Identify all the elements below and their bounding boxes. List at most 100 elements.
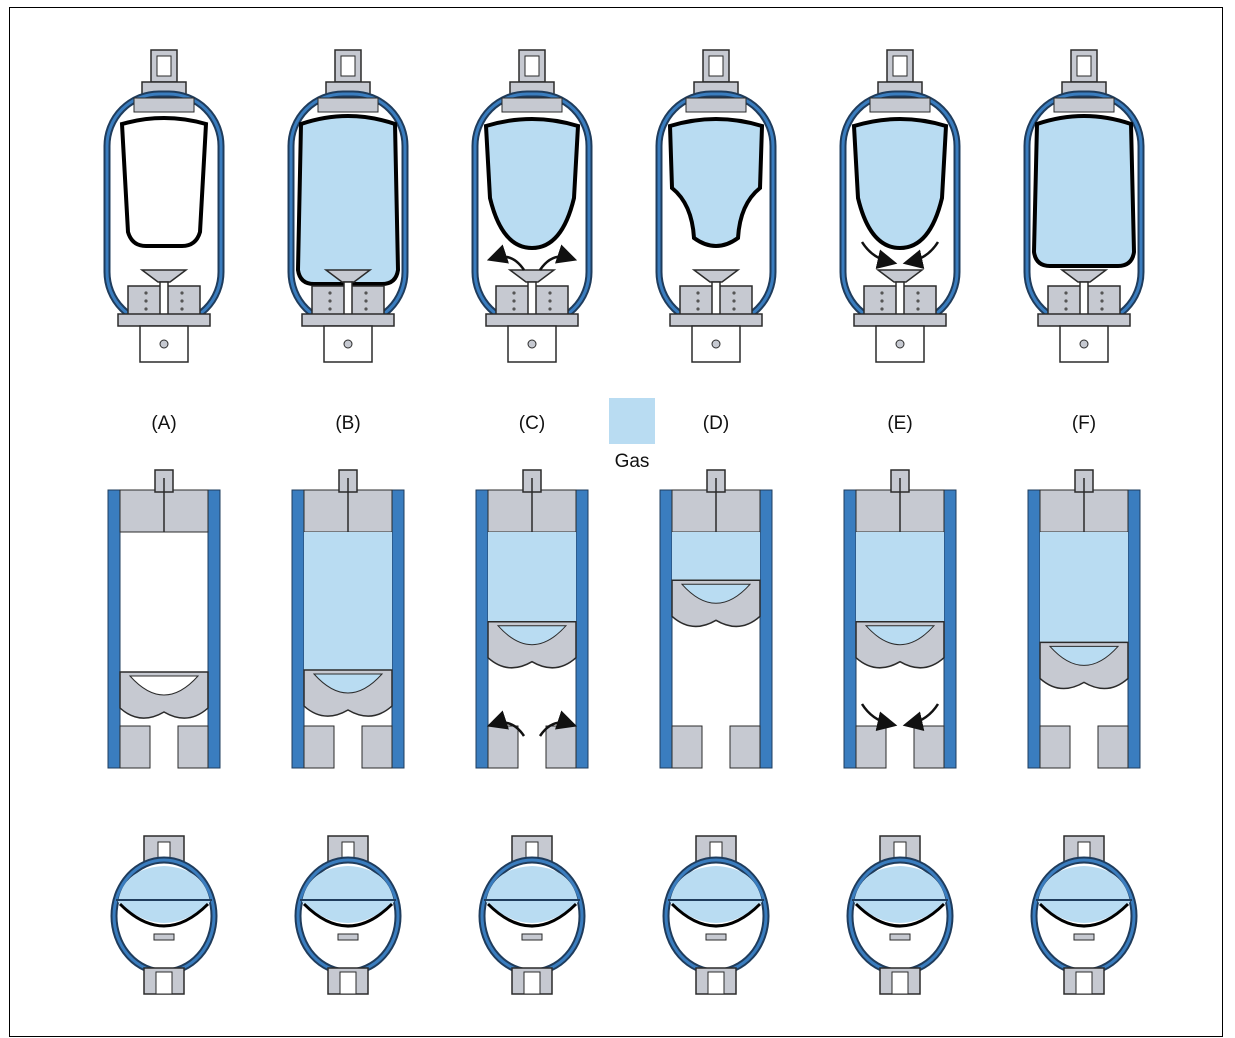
spring-coil bbox=[880, 299, 884, 303]
cylinder-wall-right bbox=[759, 489, 773, 769]
spring-coil bbox=[180, 307, 184, 311]
port-nut bbox=[895, 339, 905, 349]
gas-chamber bbox=[670, 866, 762, 923]
bladder-accumulator-icon bbox=[103, 49, 225, 363]
gas-chamber bbox=[1040, 532, 1128, 655]
port-flange bbox=[301, 313, 395, 327]
flow-arrow-icon bbox=[538, 244, 578, 271]
shell-top-port bbox=[317, 97, 379, 113]
bottom-cap-right bbox=[1097, 725, 1129, 769]
diaphragm-accumulator-icon bbox=[662, 835, 770, 995]
gas-valve-core bbox=[892, 55, 908, 77]
spring-coil bbox=[1064, 299, 1068, 303]
fluid-port-core bbox=[891, 971, 909, 995]
bottom-cap-right bbox=[729, 725, 761, 769]
piston-accumulator-icon bbox=[1027, 469, 1141, 769]
spring-coil bbox=[512, 307, 516, 311]
stage-label-c: (C) bbox=[518, 413, 546, 434]
poppet-head bbox=[507, 269, 557, 283]
gas-legend-swatch bbox=[609, 398, 655, 444]
button-valve bbox=[1073, 933, 1095, 941]
port-flange bbox=[485, 313, 579, 327]
spring-coil bbox=[1100, 299, 1104, 303]
gas-valve-core bbox=[1076, 55, 1092, 77]
stage-label-e: (E) bbox=[887, 413, 913, 434]
button-valve bbox=[153, 933, 175, 941]
poppet-head bbox=[139, 269, 189, 283]
spring-coil bbox=[696, 291, 700, 295]
bladder bbox=[295, 114, 401, 286]
spring-coil bbox=[144, 299, 148, 303]
cylinder-wall-right bbox=[575, 489, 589, 769]
piston-accumulator-icon bbox=[659, 469, 773, 769]
gas-valve-core bbox=[156, 55, 172, 77]
fluid-port-core bbox=[523, 971, 541, 995]
bladder bbox=[483, 117, 581, 251]
spring-coil bbox=[180, 299, 184, 303]
gas-chamber bbox=[854, 866, 946, 923]
diaphragm bbox=[854, 902, 946, 928]
piston-cup bbox=[864, 625, 936, 646]
port-nut bbox=[527, 339, 537, 349]
gas-valve-core bbox=[708, 55, 724, 77]
cylinder-wall-right bbox=[207, 489, 221, 769]
shell-top-port bbox=[869, 97, 931, 113]
button-valve bbox=[705, 933, 727, 941]
spring-coil bbox=[548, 307, 552, 311]
spring-coil bbox=[916, 307, 920, 311]
bladder-accumulator-icon bbox=[839, 49, 961, 363]
diaphragm bbox=[118, 902, 210, 928]
spring-coil bbox=[916, 291, 920, 295]
spring-coil bbox=[328, 307, 332, 311]
poppet-head bbox=[1059, 269, 1109, 283]
piston-cup bbox=[128, 675, 200, 696]
bottom-cap-left bbox=[119, 725, 151, 769]
piston-cup bbox=[312, 673, 384, 694]
cylinder-wall-left bbox=[291, 489, 305, 769]
flow-arrow-icon bbox=[486, 244, 526, 271]
gas-chamber bbox=[304, 532, 392, 682]
spring-coil bbox=[880, 291, 884, 295]
poppet-head bbox=[691, 269, 741, 283]
flow-arrow-icon bbox=[902, 241, 940, 270]
shell-top-port bbox=[501, 97, 563, 113]
spring-coil bbox=[512, 291, 516, 295]
flow-arrow-icon bbox=[538, 710, 578, 737]
bladder-accumulator-icon bbox=[1023, 49, 1145, 363]
spring-coil bbox=[1100, 291, 1104, 295]
bladder bbox=[1031, 114, 1137, 268]
spring-coil bbox=[328, 299, 332, 303]
shell-top-port bbox=[1053, 97, 1115, 113]
spring-coil bbox=[696, 299, 700, 303]
stage-label-d: (D) bbox=[702, 413, 730, 434]
fluid-port bbox=[507, 325, 557, 363]
piston-cup bbox=[1048, 645, 1120, 666]
cylinder-wall-left bbox=[1027, 489, 1041, 769]
port-nut bbox=[343, 339, 353, 349]
diaphragm bbox=[486, 902, 578, 928]
piston-accumulator-icon bbox=[475, 469, 589, 769]
bottom-cap-right bbox=[545, 725, 577, 769]
poppet-head bbox=[875, 269, 925, 283]
gas-chamber bbox=[856, 532, 944, 634]
cylinder-wall-right bbox=[391, 489, 405, 769]
gas-chamber bbox=[302, 866, 394, 923]
stage-label-f: (F) bbox=[1071, 413, 1097, 434]
spring-coil bbox=[328, 291, 332, 295]
gas-chamber bbox=[488, 532, 576, 634]
spring-coil bbox=[364, 291, 368, 295]
stage-label-a: (A) bbox=[151, 413, 177, 434]
port-flange bbox=[669, 313, 763, 327]
port-nut bbox=[1079, 339, 1089, 349]
diaphragm-accumulator-icon bbox=[294, 835, 402, 995]
flow-arrow-icon bbox=[902, 703, 940, 732]
piston-accumulator-icon bbox=[107, 469, 221, 769]
piston-cup bbox=[496, 625, 568, 646]
piston-cup bbox=[680, 583, 752, 604]
bottom-cap-right bbox=[177, 725, 209, 769]
stage-label-b: (B) bbox=[335, 413, 361, 434]
gas-legend-label: Gas bbox=[614, 451, 650, 472]
diaphragm bbox=[1038, 902, 1130, 928]
spring-coil bbox=[880, 307, 884, 311]
fluid-port-core bbox=[707, 971, 725, 995]
